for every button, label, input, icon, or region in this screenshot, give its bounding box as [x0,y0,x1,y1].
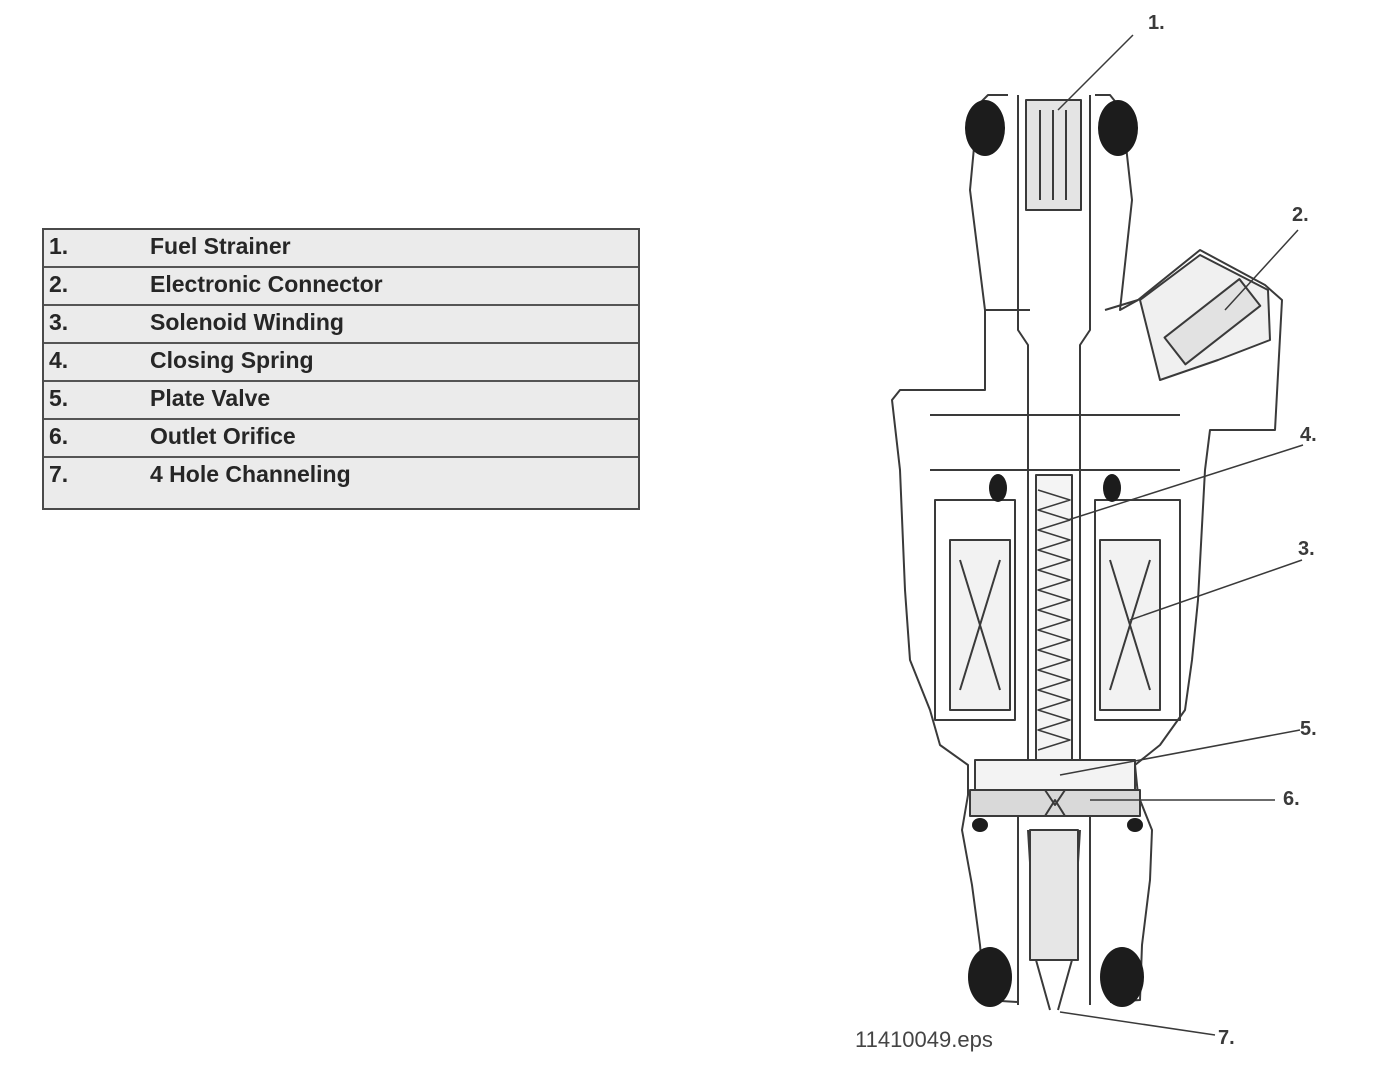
legend-label: 4 Hole Channeling [150,461,351,487]
outlet-orifice-plate [969,789,1141,817]
callout-6: 6. [1283,788,1300,810]
callout-7: 7. [1218,1027,1235,1049]
legend-row: 5. Plate Valve [44,382,638,420]
legend-label: Fuel Strainer [150,233,291,259]
strainer-detail [1039,110,1067,200]
legend-number: 2. [49,271,69,297]
solenoid-winding-left [949,539,1011,711]
legend-label: Closing Spring [150,347,314,373]
legend-number: 7. [49,461,69,487]
o-rings [965,100,1144,1007]
o-ring-bottom-right [1100,947,1144,1007]
injector-housing-right [1095,94,1283,1003]
four-hole-channeling [1029,829,1079,961]
legend-row: 7. 4 Hole Channeling [44,458,638,513]
legend-row: 4. Closing Spring [44,344,638,382]
legend-label: Outlet Orifice [150,423,296,449]
o-ring-top-right [1098,100,1138,156]
legend-row: 6. Outlet Orifice [44,420,638,458]
callout-4: 4. [1300,424,1317,446]
legend-row: 1. Fuel Strainer [44,230,638,268]
seal-right [1103,474,1121,502]
solenoid-frame [934,499,1181,721]
legend-table: 1. Fuel Strainer 2. Electronic Connector… [42,228,640,510]
callout-5: 5. [1300,718,1317,740]
plate-valve-seat [974,759,1136,791]
callout-2: 2. [1292,204,1309,226]
upper-shoulder [930,299,1180,471]
callout-1: 1. [1148,12,1165,34]
legend-number: 4. [49,347,69,373]
nozzle-body [1017,816,1091,1011]
legend-row: 3. Solenoid Winding [44,306,638,344]
winding-right-cross [1109,559,1151,691]
legend-row: 2. Electronic Connector [44,268,638,306]
seal-left [989,474,1007,502]
callout-3: 3. [1298,538,1315,560]
injector-housing-left [891,94,1019,1003]
legend-number: 5. [49,385,69,411]
o-ring-top-left [965,100,1005,156]
leader-lines [1057,34,1304,1036]
orifice-center [1044,789,1066,817]
o-ring-bottom-left [968,947,1012,1007]
legend-label: Electronic Connector [150,271,383,297]
file-caption: 11410049.eps [855,1027,993,1052]
connector-pin [1163,278,1262,366]
legend-number: 6. [49,423,69,449]
small-seal-right [1127,818,1143,832]
small-seal-left [972,818,988,832]
legend-label: Solenoid Winding [150,309,344,335]
legend-label: Plate Valve [150,385,271,411]
closing-spring [1037,489,1071,751]
central-bore [1017,95,1091,770]
legend-number: 1. [49,233,69,259]
winding-left-cross [959,559,1001,691]
legend-number: 3. [49,309,69,335]
